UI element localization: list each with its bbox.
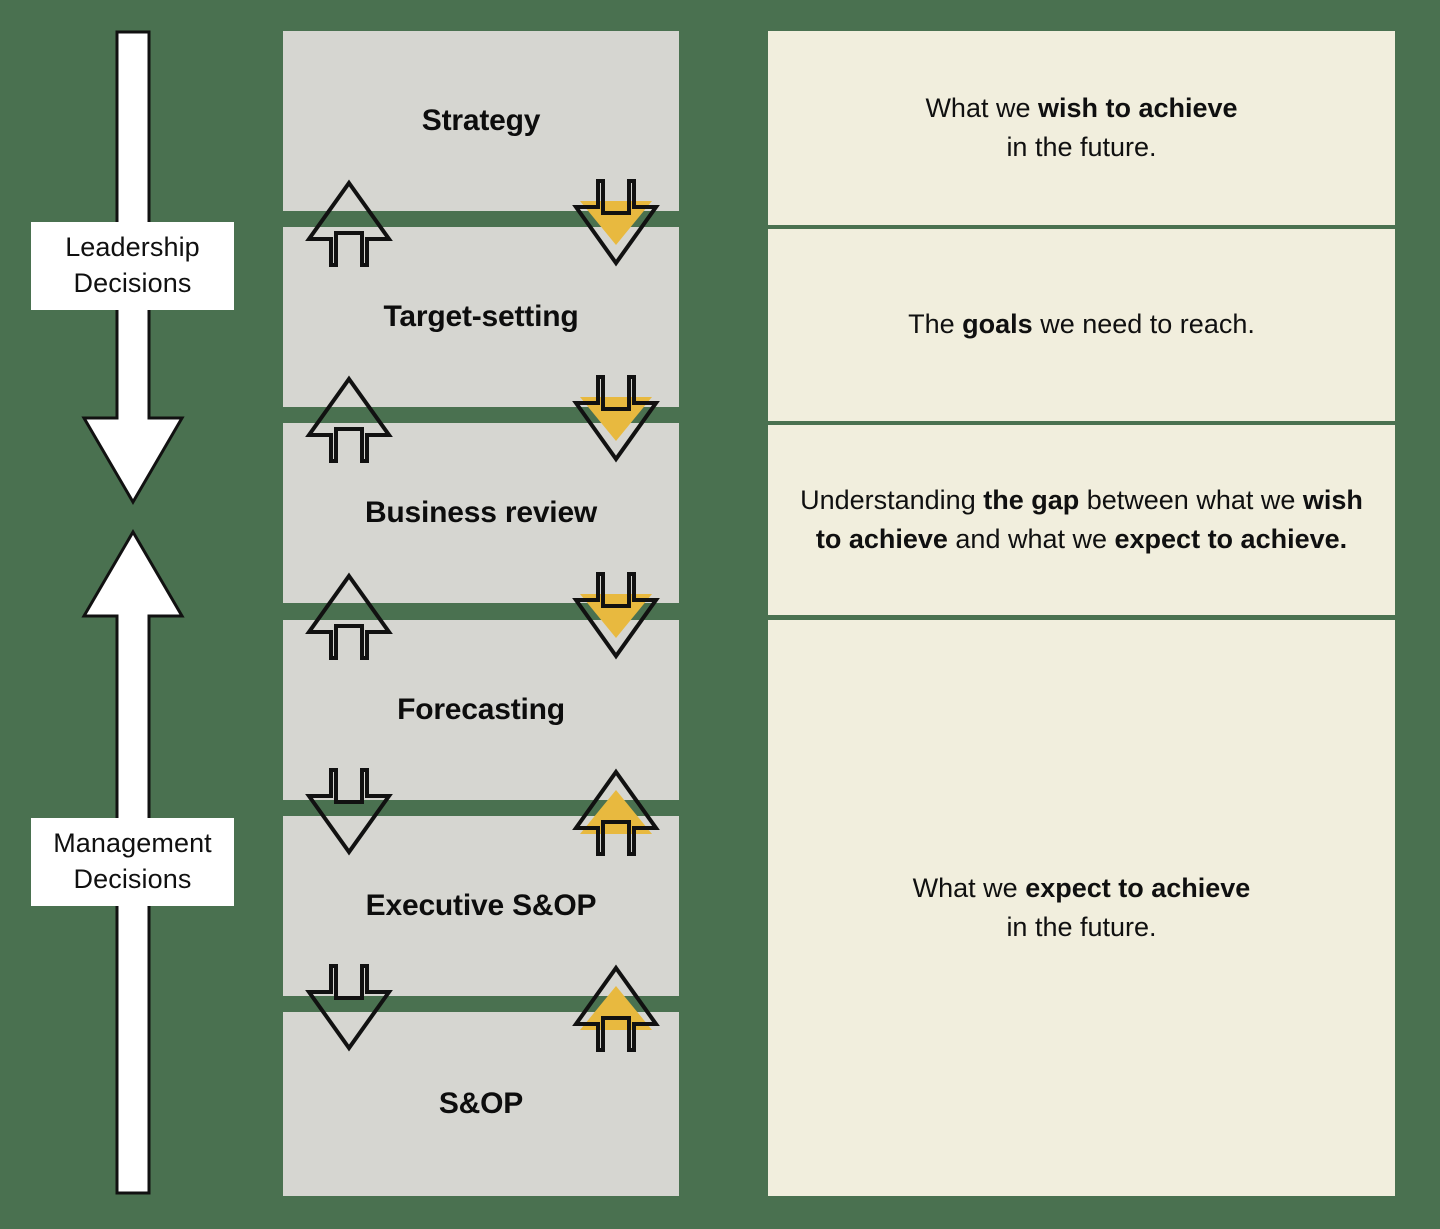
flow-arrow-right-up-icon	[572, 962, 660, 1054]
flow-arrow-left-down-icon	[305, 766, 393, 858]
flow-arrow-right-down-icon	[572, 570, 660, 662]
flow-arrow-right-down-icon	[572, 373, 660, 465]
process-step-label: Target-setting	[383, 300, 579, 333]
process-step-target-setting[interactable]: Target-setting	[283, 227, 679, 407]
flow-arrow-left-up-icon	[305, 373, 393, 465]
process-step-label: Executive S&OP	[365, 889, 597, 922]
process-step-label: S&OP	[438, 1087, 524, 1120]
management-decisions-label: Management Decisions	[31, 818, 234, 906]
process-step-label: Forecasting	[397, 693, 565, 726]
process-step-label: Strategy	[421, 104, 541, 137]
management-decisions-line2: Decisions	[73, 864, 192, 894]
flow-arrow-left-up-icon	[305, 570, 393, 662]
leadership-decisions-line2: Decisions	[73, 268, 192, 298]
description-box-business-review: Understanding the gap between what we wi…	[768, 425, 1395, 615]
leadership-decisions-line1: Leadership	[65, 232, 200, 263]
management-decisions-line1: Management	[53, 828, 212, 859]
flow-arrow-right-down-icon	[572, 177, 660, 269]
process-step-executive-sop[interactable]: Executive S&OP	[283, 816, 679, 996]
process-step-label: Business review	[364, 496, 598, 529]
description-text: Understanding the gap between what we wi…	[800, 484, 1363, 554]
flow-arrow-right-up-icon	[572, 766, 660, 858]
leadership-decisions-label: Leadership Decisions	[31, 222, 234, 310]
description-box-target-setting: The goals we need to reach.	[768, 229, 1395, 421]
flow-arrow-left-up-icon	[305, 177, 393, 269]
description-text: The goals we need to reach.	[908, 309, 1255, 340]
process-step-sop[interactable]: S&OP	[283, 1012, 679, 1196]
flow-arrow-left-down-icon	[305, 962, 393, 1054]
